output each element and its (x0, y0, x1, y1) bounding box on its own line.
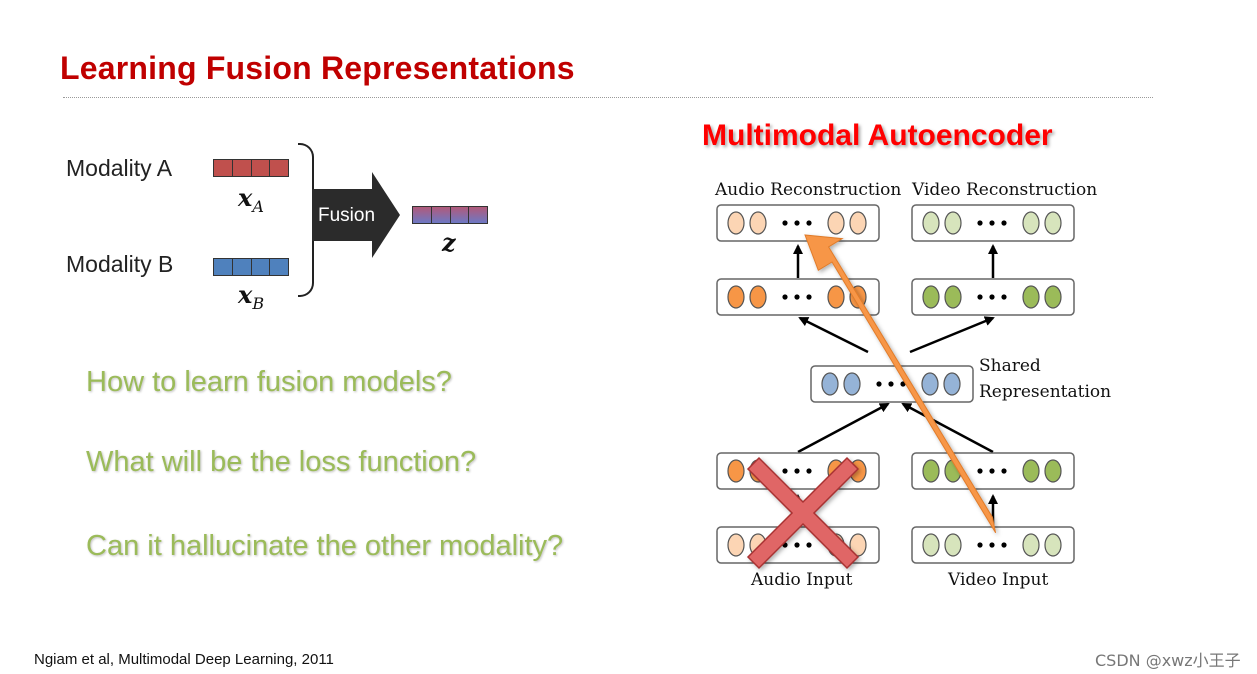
ellipsis-dots (782, 220, 1007, 548)
audio-reconstruction-units (727, 211, 867, 235)
title-divider (63, 97, 1153, 98)
question-3: Can it hallucinate the other modality? (86, 530, 564, 562)
cross-out-icon (746, 456, 860, 570)
video-input-label: Video Input (948, 570, 1049, 590)
video-input-units (922, 533, 1062, 557)
modality-a-vector (213, 159, 289, 177)
modality-b-variable: xB (238, 280, 265, 313)
network-connections (793, 244, 998, 528)
video-hidden-bottom-units (922, 459, 1062, 483)
edge-shared-audio-hidden (798, 316, 869, 354)
video-hidden-top-units (922, 285, 1062, 309)
fused-variable: z (442, 228, 456, 257)
slide-title: Learning Fusion Representations (60, 50, 575, 86)
modality-a-label: Modality A (66, 155, 173, 181)
edge-video-hidden-shared (901, 402, 994, 454)
hallucination-arrow-icon (804, 234, 997, 534)
edge-audio-hidden-shared (797, 402, 890, 454)
fused-vector (412, 206, 488, 224)
modality-b-vector (213, 258, 289, 276)
watermark: CSDN @xwz小王子 (1095, 651, 1241, 670)
modality-a-variable: xA (238, 183, 264, 216)
question-1: How to learn fusion models? (86, 366, 452, 398)
edge-shared-video-hidden (909, 316, 995, 354)
audio-reconstruction-label: Audio Reconstruction (715, 180, 902, 200)
question-2: What will be the loss function? (86, 446, 477, 478)
modality-b-label: Modality B (66, 251, 174, 277)
diagram-title: Multimodal Autoencoder (702, 119, 1053, 152)
video-reconstruction-units (922, 211, 1062, 235)
audio-input-label: Audio Input (751, 570, 853, 590)
video-reconstruction-label: Video Reconstruction (912, 180, 1098, 200)
shared-units (821, 372, 961, 396)
citation: Ngiam et al, Multimodal Deep Learning, 2… (34, 651, 334, 668)
shared-representation-label: Shared Representation (979, 356, 1112, 402)
fusion-label: Fusion (318, 205, 376, 226)
fusion-arrow-icon (312, 172, 400, 258)
